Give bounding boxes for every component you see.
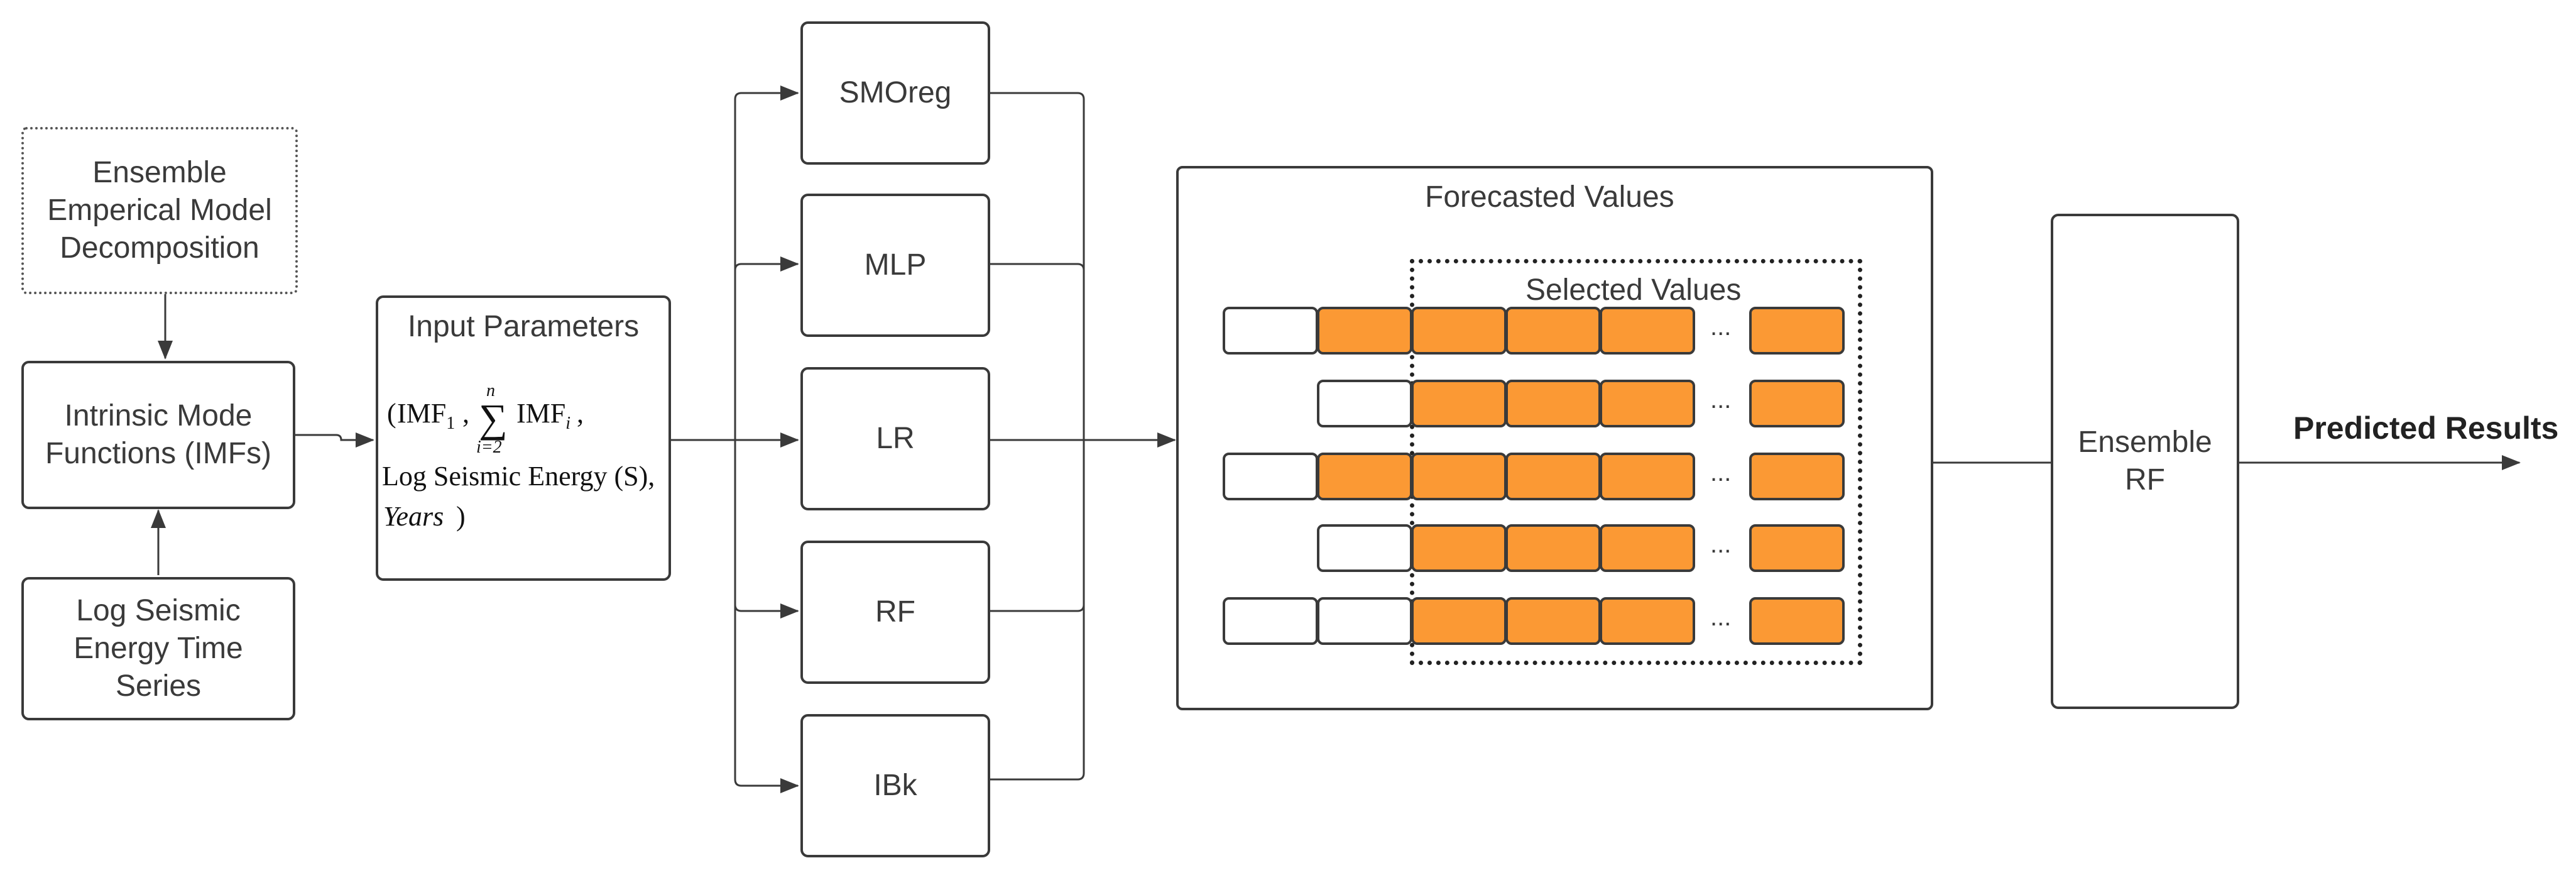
- forecast-cell-empty: [1223, 597, 1318, 645]
- forecast-cell-filled: [1411, 307, 1507, 355]
- fanout-bus: [734, 92, 798, 787]
- forecast-cell-filled: [1505, 307, 1601, 355]
- formula-imf1: IMF1: [397, 398, 456, 433]
- input-parameters-box: Input Parameters ( IMF1 , n ∑ i=2 IMFi ,…: [376, 295, 671, 581]
- model-smoreg-box: SMOreg: [800, 21, 990, 165]
- forecast-cell-filled: [1317, 453, 1412, 500]
- formula-close-paren: ): [456, 501, 466, 532]
- forecast-cell-filled: [1749, 380, 1845, 427]
- formula-comma2: ,: [577, 398, 584, 429]
- forecast-row-ellipsis: ...: [1710, 531, 1732, 558]
- arrow-imfs-to-input: [295, 432, 374, 448]
- log-seismic-series-box: Log Seismic Energy Time Series: [21, 577, 295, 720]
- selected-values-title: Selected Values: [1525, 273, 1742, 307]
- input-parameters-title: Input Parameters: [407, 310, 640, 343]
- forecast-cell-empty: [1317, 524, 1412, 572]
- forecast-row-ellipsis: ...: [1710, 603, 1732, 631]
- forecast-cell-filled: [1600, 524, 1695, 572]
- forecast-cell-filled: [1749, 524, 1845, 572]
- forecast-cell-filled: [1411, 453, 1507, 500]
- model-mlp-box: MLP: [800, 194, 990, 337]
- model-rf-box: RF: [800, 541, 990, 684]
- forecast-cell-filled: [1749, 307, 1845, 355]
- forecast-cell-filled: [1600, 307, 1695, 355]
- forecast-row-ellipsis: ...: [1710, 459, 1732, 487]
- forecast-cell-filled: [1749, 597, 1845, 645]
- forecast-cell-filled: [1505, 380, 1601, 427]
- forecast-cell-filled: [1411, 524, 1507, 572]
- forecasted-values-title: Forecasted Values: [1425, 180, 1674, 214]
- forecast-cell-filled: [1317, 307, 1412, 355]
- forecast-cell-filled: [1600, 380, 1695, 427]
- formula-open-paren: (: [387, 398, 396, 429]
- model-lr-box: LR: [800, 367, 990, 510]
- predicted-results-label: Predicted Results: [2293, 410, 2559, 446]
- formula-imfi: IMFi: [516, 398, 571, 433]
- model-ibk-box: IBk: [800, 714, 990, 857]
- formula-comma1: ,: [462, 398, 469, 429]
- forecast-row-ellipsis: ...: [1710, 386, 1732, 414]
- sum-lower-limit: i=2: [476, 437, 502, 457]
- forecast-cell-filled: [1505, 597, 1601, 645]
- forecast-cell-empty: [1317, 597, 1412, 645]
- forecast-cell-filled: [1411, 597, 1507, 645]
- forecast-cell-filled: [1600, 453, 1695, 500]
- arrow-to-mlp: [734, 256, 799, 272]
- formula-line-log-energy: Log Seismic Energy (S),: [382, 461, 655, 492]
- forecast-cell-empty: [1223, 453, 1318, 500]
- arrow-to-rf: [734, 603, 799, 619]
- forecast-cell-empty: [1223, 307, 1318, 355]
- sum-upper-limit: n: [486, 381, 495, 400]
- sum-symbol: ∑: [479, 396, 508, 441]
- forecast-cell-filled: [1505, 453, 1601, 500]
- forecast-cell-filled: [1749, 453, 1845, 500]
- forecast-cell-filled: [1600, 597, 1695, 645]
- forecast-cell-filled: [1411, 380, 1507, 427]
- forecast-cell-empty: [1317, 380, 1412, 427]
- ensemble-rf-box: Ensemble RF: [2051, 214, 2239, 709]
- forecast-cell-filled: [1505, 524, 1601, 572]
- merge-bus: [990, 92, 1085, 781]
- formula-years: Years: [383, 501, 444, 532]
- eemd-box: Ensemble Emperical Model Decomposition: [21, 127, 298, 294]
- forecast-row-ellipsis: ...: [1710, 313, 1732, 341]
- imfs-box: Intrinsic Mode Functions (IMFs): [21, 361, 295, 509]
